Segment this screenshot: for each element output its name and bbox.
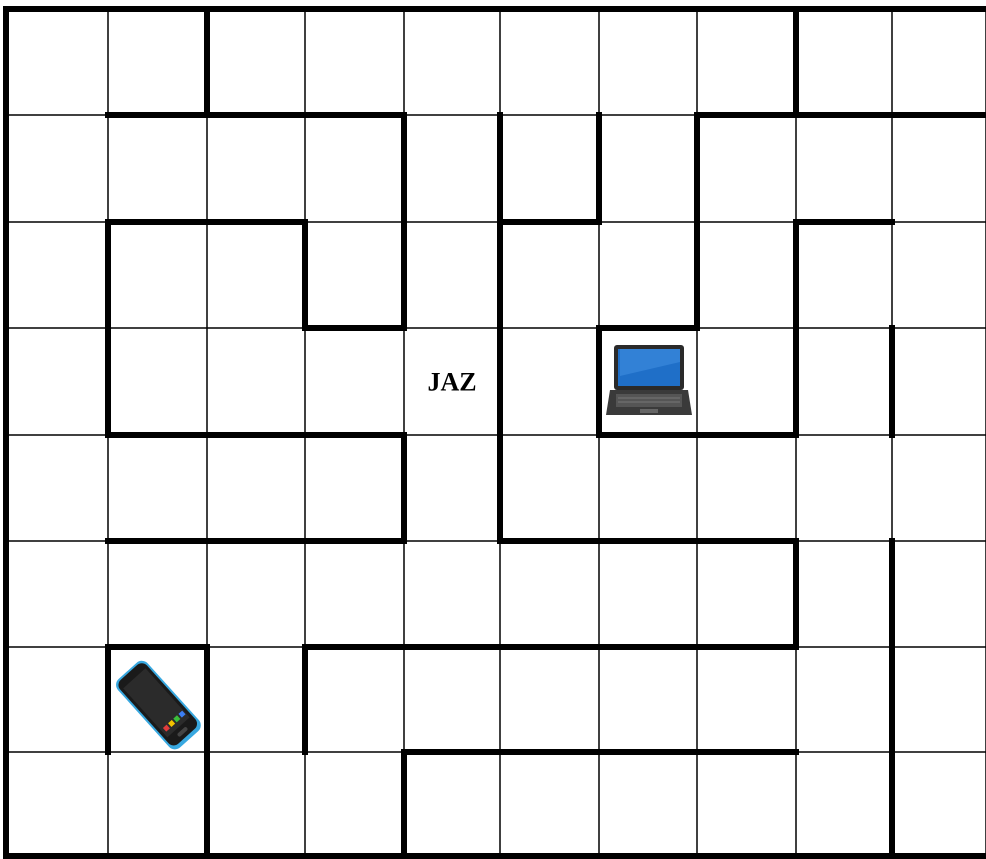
jaz-label: JAZ — [427, 368, 476, 397]
smartphone-icon — [113, 658, 204, 753]
laptop-icon — [606, 345, 692, 415]
